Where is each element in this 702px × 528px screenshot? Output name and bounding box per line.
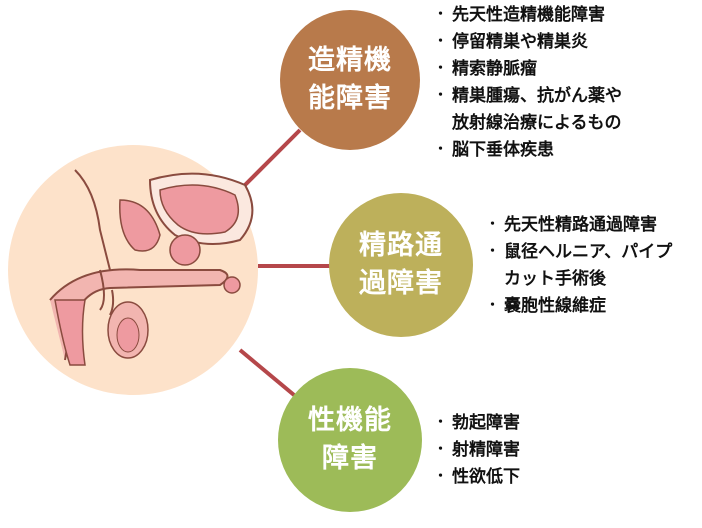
category-circle-ductal-obstruction: 精路通過障害 <box>329 193 473 337</box>
list-item: 射精障害 <box>434 436 520 464</box>
connector-line <box>238 128 302 192</box>
cause-list-obstruction: 先天性精路通過障害 鼠径ヘルニア、パイプ カット手術後 嚢胞性線維症 <box>486 211 672 320</box>
list-item: 精索静脈瘤 <box>434 55 622 83</box>
list-item-continuation: カット手術後 <box>504 269 606 289</box>
category-title-line: 能障害 <box>308 83 392 114</box>
list-item: 脳下垂体疾患 <box>434 136 622 164</box>
male-reproductive-anatomy-illustration <box>8 145 258 395</box>
list-item: 先天性造精機能障害 <box>434 1 622 29</box>
connector-line <box>238 348 302 402</box>
category-title-line: 障害 <box>322 443 378 474</box>
category-title-line: 性機能 <box>308 405 392 436</box>
list-item: 先天性精路通過障害 <box>486 211 672 239</box>
cause-list-spermatogenic: 先天性造精機能障害 停留精巣や精巣炎 精索静脈瘤 精巣腫瘍、抗がん薬や 放射線治… <box>434 1 622 164</box>
list-item: 嚢胞性線維症 <box>486 292 672 320</box>
category-title-line: 造精機 <box>308 45 392 76</box>
list-item: 停留精巣や精巣炎 <box>434 28 622 56</box>
category-title-line: 精路通 <box>359 230 443 261</box>
list-item: 鼠径ヘルニア、パイプ <box>486 238 672 266</box>
list-item-continuation: 放射線治療によるもの <box>452 113 622 133</box>
category-circle-spermatogenic-dysfunction: 造精機能障害 <box>280 10 420 150</box>
cause-list-sexual: 勃起障害 射精障害 性欲低下 <box>434 409 520 491</box>
category-title-line: 過障害 <box>359 268 443 299</box>
list-item: 性欲低下 <box>434 463 520 491</box>
list-item: 勃起障害 <box>434 409 520 437</box>
list-item: 精巣腫瘍、抗がん薬や <box>434 82 622 110</box>
category-circle-sexual-dysfunction: 性機能障害 <box>278 368 422 512</box>
